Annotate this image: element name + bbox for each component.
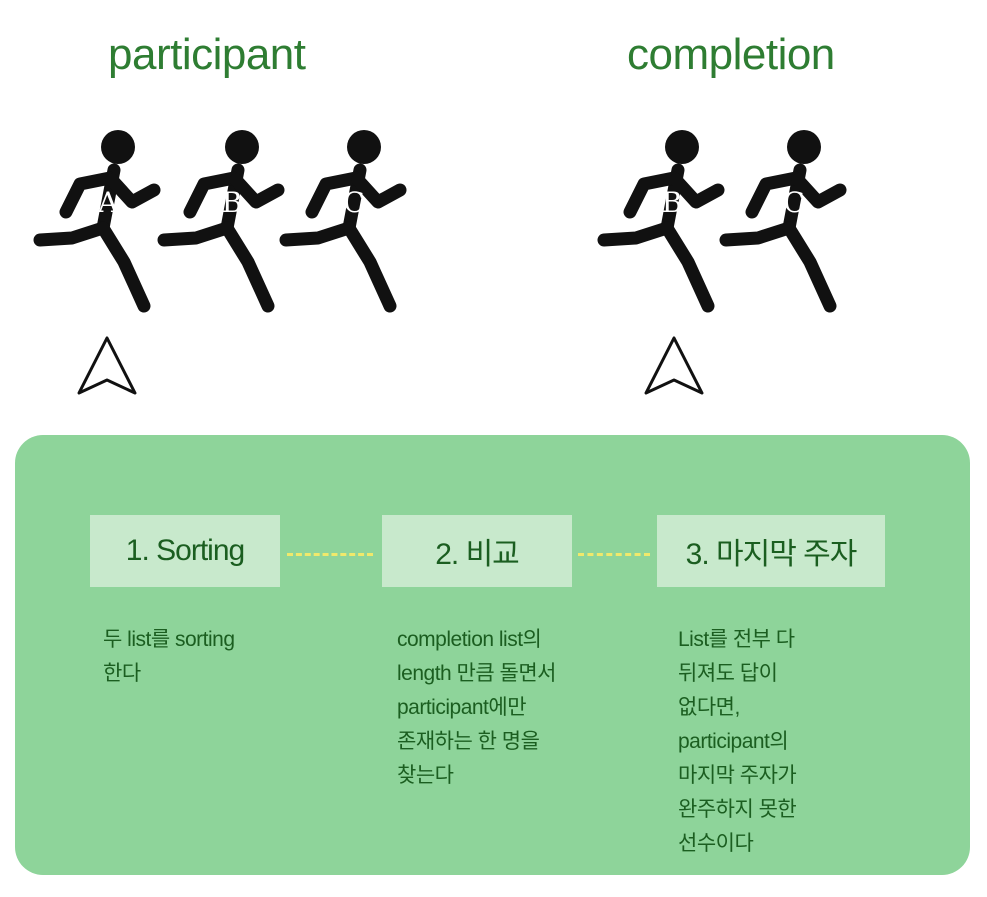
runner-label: C bbox=[783, 186, 805, 219]
step-connector bbox=[287, 553, 373, 556]
running-person-icon bbox=[719, 130, 847, 313]
running-person-icon bbox=[157, 130, 285, 313]
step-box-compare: 2. 비교 bbox=[382, 515, 572, 587]
running-person-icon bbox=[597, 130, 725, 313]
completion-title: completion bbox=[627, 30, 835, 79]
runner-completion-c: C bbox=[719, 130, 854, 315]
running-person-icon bbox=[279, 130, 407, 313]
runner-label: C bbox=[343, 186, 365, 219]
running-person-icon bbox=[33, 130, 161, 313]
runner-label: B bbox=[661, 186, 683, 219]
participant-pointer-arrow-icon bbox=[76, 335, 138, 402]
runner-participant-c: C bbox=[279, 130, 414, 315]
runner-label: A bbox=[97, 186, 119, 219]
step-description-last-runner: List를 전부 다 뒤져도 답이 없다면, participant의 마지막 … bbox=[678, 628, 797, 855]
step-connector bbox=[578, 553, 650, 556]
completion-pointer-arrow-icon bbox=[643, 335, 705, 402]
runner-label: B bbox=[221, 186, 243, 219]
runner-participant-a: A bbox=[33, 130, 168, 315]
step-box-last-runner: 3. 마지막 주자 bbox=[657, 515, 885, 587]
runner-participant-b: B bbox=[157, 130, 292, 315]
step-description-compare: completion list의 length 만큼 돌면서 participa… bbox=[397, 628, 557, 787]
steps-panel: 1. Sorting 2. 비교 3. 마지막 주자 두 list를 sorti… bbox=[15, 435, 970, 875]
participant-title: participant bbox=[108, 30, 306, 79]
step-box-sorting: 1. Sorting bbox=[90, 515, 280, 587]
runner-completion-b: B bbox=[597, 130, 732, 315]
step-description-sorting: 두 list를 sorting 한다 bbox=[103, 628, 235, 685]
